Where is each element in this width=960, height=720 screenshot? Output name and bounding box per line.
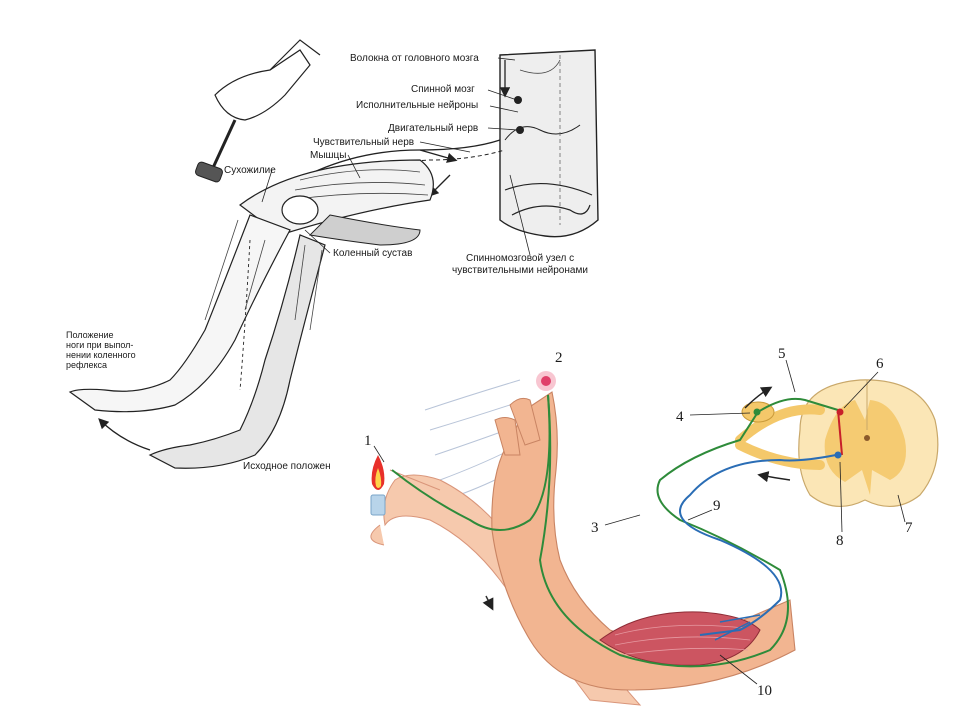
label-ganglion-1: Спинномозговой узел с: [466, 253, 574, 264]
number-6: 6: [876, 356, 884, 372]
kneecap: [281, 195, 319, 225]
neuron-body: [516, 126, 524, 134]
reflex-pathways: [391, 386, 844, 668]
motor-neuron-body: [834, 451, 842, 459]
interneuron-path: [837, 409, 843, 456]
spinal-cord-segment: [499, 49, 599, 238]
number-9: 9: [713, 498, 721, 514]
number-10: 10: [757, 683, 772, 699]
candle: [370, 455, 386, 516]
number-5: 5: [778, 346, 786, 362]
withdrawal-reflex-diagram: 1 2 3 4 5 6 7 8 9 10: [364, 346, 939, 706]
sensory-path-finger: [391, 394, 551, 531]
label-motor-nerve: Двигательный нерв: [388, 123, 478, 134]
sensory-neuron-body: [753, 408, 761, 416]
neuron-body: [514, 96, 522, 104]
motor-path: [679, 454, 837, 636]
label-spinal-cord: Спинной мозг: [411, 84, 475, 95]
legs: [68, 214, 326, 469]
arrow-afferent: [744, 386, 773, 409]
number-4: 4: [676, 409, 684, 425]
arrow-efferent: [757, 471, 791, 483]
motion-arrow: [98, 418, 151, 451]
number-3: 3: [591, 520, 599, 536]
label-leg-position-2: ноги при выпол-: [66, 340, 133, 350]
number-7: 7: [905, 520, 913, 536]
label-knee-joint: Коленный сустав: [333, 248, 412, 259]
label-leg-position-1: Положение: [66, 330, 114, 340]
sensory-path: [538, 394, 839, 668]
hammer-icon: [195, 161, 223, 183]
label-start-position: Исходное положен: [243, 461, 331, 472]
interneuron-body: [836, 408, 844, 416]
knee-reflex-diagram: Волокна от головного мозга Спинной мозг …: [66, 39, 599, 472]
label-leg-position-3: нении коленного: [66, 350, 136, 360]
muscle-fibers: [614, 624, 751, 656]
number-1: 1: [364, 433, 372, 449]
label-brain-fibers: Волокна от головного мозга: [350, 53, 479, 64]
spinal-cross-section: [735, 379, 939, 507]
number-8: 8: [836, 533, 844, 549]
central-canal: [864, 435, 870, 441]
candle-body: [370, 494, 386, 516]
label-sensory-nerve: Чувствительный нерв: [313, 137, 414, 148]
thigh-muscles: [238, 159, 434, 246]
label-tendon: Сухожилие: [224, 165, 276, 176]
label-ganglion-2: чувствительными нейронами: [452, 265, 588, 276]
label-leg-position-4: рефлекса: [66, 360, 107, 370]
number-leader-lines: [373, 359, 906, 685]
hand-with-hammer: [195, 39, 321, 183]
number-2: 2: [555, 350, 563, 366]
label-effector-neurons: Исполнительные нейроны: [356, 100, 478, 111]
arm: [370, 391, 796, 706]
label-muscles: Мышцы: [310, 150, 346, 161]
knee-leader-lines: [261, 57, 531, 256]
burn-core: [541, 376, 551, 386]
